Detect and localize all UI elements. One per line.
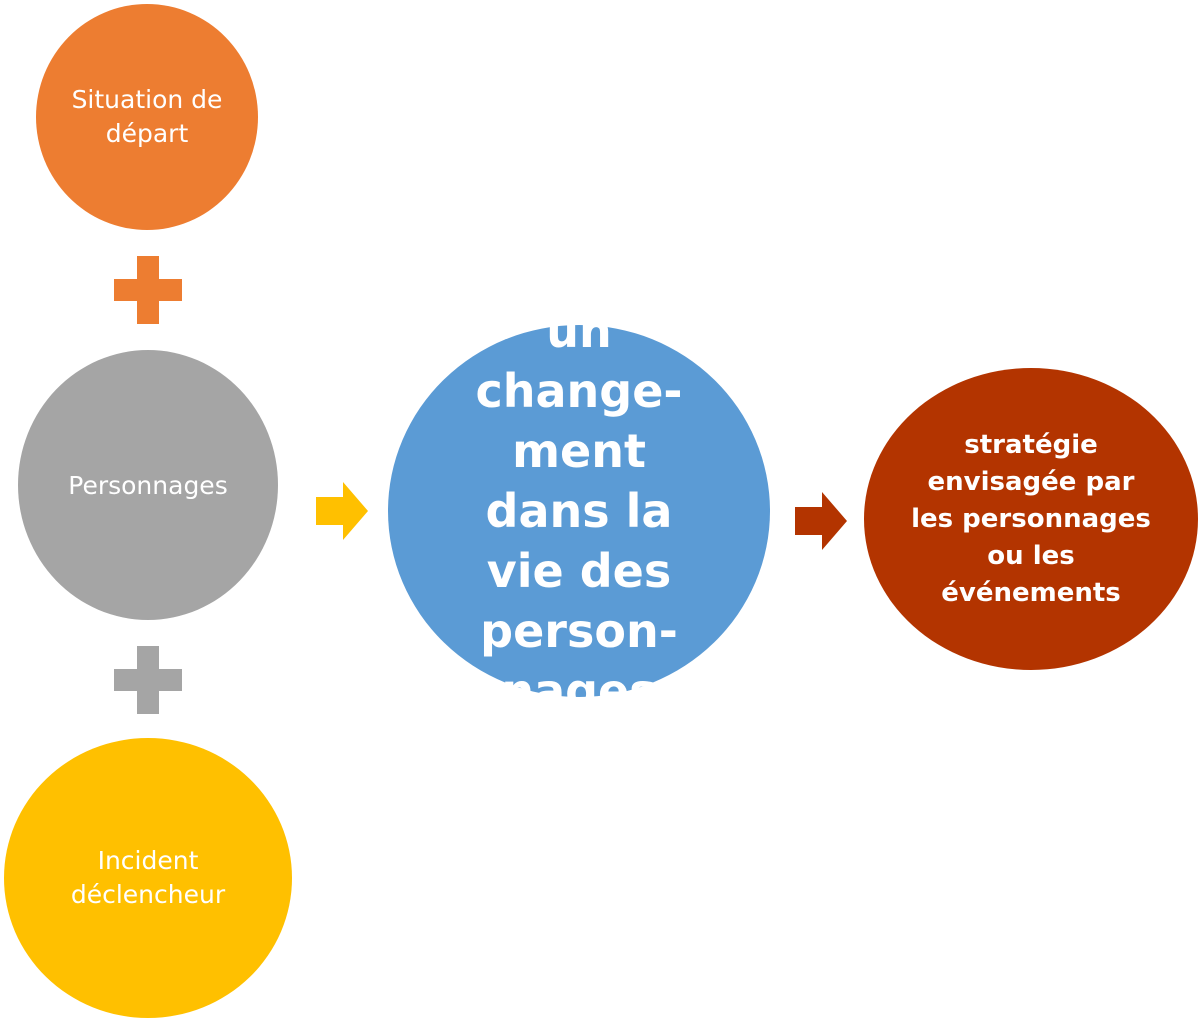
plus-icon xyxy=(114,256,182,324)
node-incident-declencheur: Incident déclencheur xyxy=(4,738,292,1018)
node-personnages: Personnages xyxy=(18,350,278,620)
arrow-right-icon xyxy=(316,482,368,540)
node-label: Personnages xyxy=(68,470,228,500)
node-label: stratégie envisagée par les personnages … xyxy=(911,429,1151,608)
plus-icon xyxy=(114,646,182,714)
node-strategie: stratégie envisagée par les personnages … xyxy=(864,368,1198,670)
node-label: Situation de départ xyxy=(71,85,223,148)
node-label: Incident déclencheur xyxy=(70,846,226,909)
node-situation-de-depart: Situation de départ xyxy=(36,4,258,230)
arrow-right-icon xyxy=(795,492,847,550)
node-label: un change-ment dans la vie des person-na… xyxy=(475,304,683,718)
node-changement: un change-ment dans la vie des person-na… xyxy=(388,304,770,718)
